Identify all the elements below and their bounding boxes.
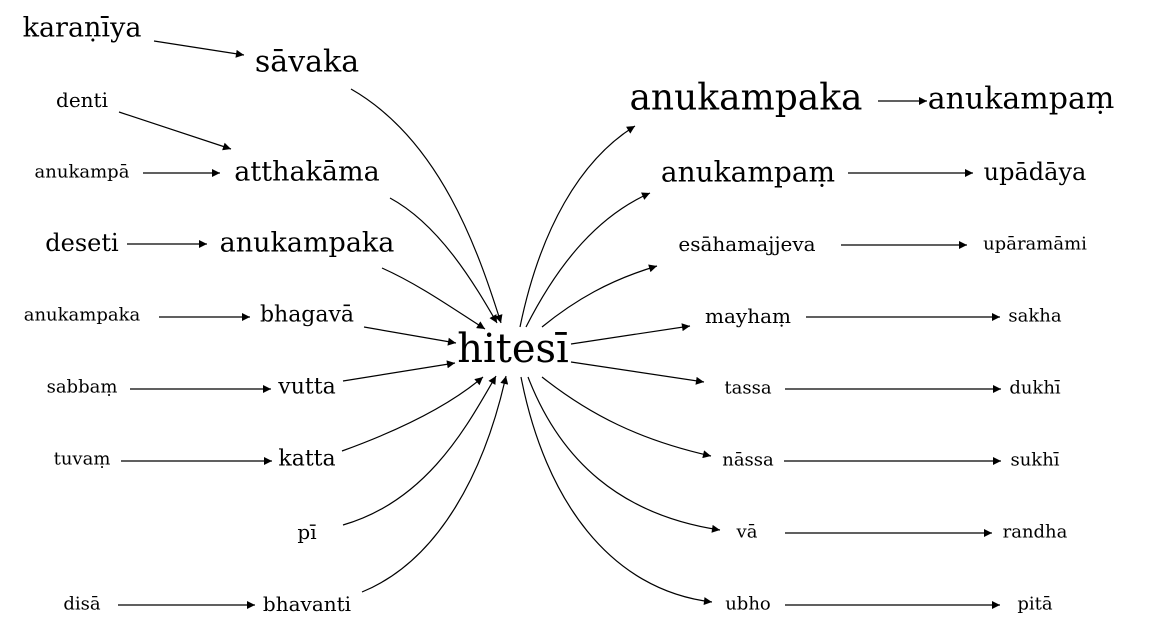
right-hub-node: tassa <box>724 378 771 399</box>
edge-into-center <box>342 375 497 526</box>
right-target-node: upādāya <box>984 158 1087 186</box>
edge-into-center <box>342 360 456 382</box>
right-target-node: dukhī <box>1009 378 1061 399</box>
left-hub-node: pī <box>297 520 316 544</box>
right-hub-node: anukampaka <box>629 78 862 119</box>
left-source-node: denti <box>56 88 108 112</box>
edge-from-center <box>519 125 636 328</box>
edge-from-center <box>570 323 691 345</box>
nodes-layer: hitesī karaṇīya denti anukampā deseti anukamp… <box>23 13 1115 617</box>
edge-from-center <box>527 376 721 533</box>
right-hub-node: mayhaṃ <box>705 304 791 328</box>
left-source-node: sabbaṃ <box>47 377 118 398</box>
edges-layer <box>118 40 1001 609</box>
edge-into-center <box>363 326 457 346</box>
left-source-node: anukampaka <box>24 305 141 326</box>
left-source-node: karaṇīya <box>23 13 142 44</box>
right-hub-node: vā <box>736 522 758 543</box>
right-target-node: randha <box>1003 522 1068 543</box>
left-source-node: tuvaṃ <box>54 449 111 470</box>
right-target-node: anukampaṃ <box>928 82 1115 117</box>
edge-from-center <box>520 376 713 606</box>
right-target-node: sakha <box>1008 306 1061 327</box>
left-source-node: anukampā <box>35 162 130 183</box>
left-source-node: disā <box>63 594 101 615</box>
right-target-node: upāramāmi <box>983 234 1087 255</box>
left-hub-node: anukampaka <box>220 228 395 259</box>
right-hub-node: nāssa <box>722 450 774 471</box>
left-hub-node: sāvaka <box>255 45 359 80</box>
right-target-node: sukhī <box>1010 450 1059 471</box>
left-hub-node: atthakāma <box>234 157 379 188</box>
edge-from-center <box>541 264 658 328</box>
edge-into-center <box>361 375 509 593</box>
left-source-node: deseti <box>45 229 119 257</box>
left-hub-node: vutta <box>277 375 335 400</box>
edge-from-center <box>541 376 712 459</box>
edge-left-chain <box>118 111 232 151</box>
edge-into-center <box>389 197 498 324</box>
right-hub-node: esāhamajjeva <box>678 232 815 256</box>
edge-from-center <box>570 361 705 385</box>
edge-into-center <box>341 376 484 452</box>
left-hub-node: bhagavā <box>260 303 354 328</box>
left-hub-node: bhavanti <box>263 592 351 616</box>
edge-into-center <box>350 88 503 324</box>
right-hub-node: anukampaṃ <box>661 156 835 189</box>
edge-from-center <box>525 192 651 328</box>
edge-into-center <box>381 267 486 330</box>
edge-left-chain <box>153 40 245 58</box>
right-target-node: pitā <box>1017 594 1053 615</box>
center-node: hitesī <box>457 326 569 372</box>
right-hub-node: ubho <box>725 594 771 615</box>
left-hub-node: katta <box>278 447 335 472</box>
